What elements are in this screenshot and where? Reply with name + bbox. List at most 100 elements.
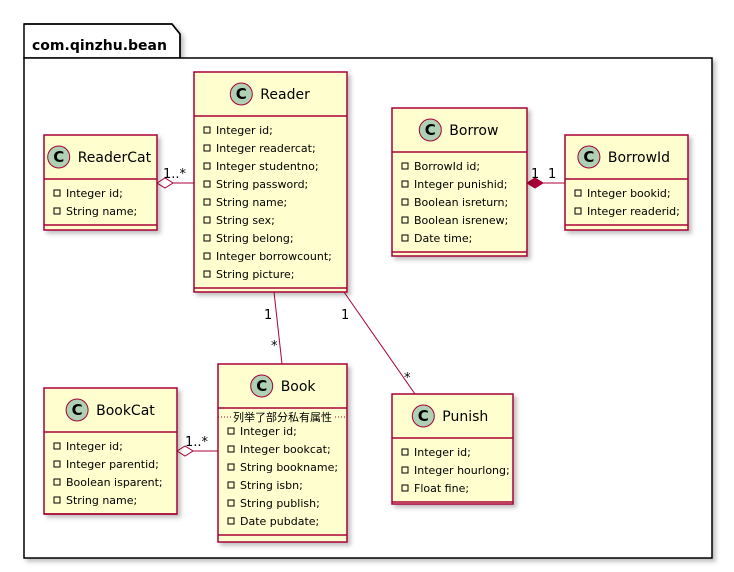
mult-bookcat-book: 1..*	[185, 435, 209, 450]
class-name: Reader	[260, 87, 310, 103]
private-visibility-icon	[53, 442, 61, 450]
class-stereotype-icon	[418, 118, 442, 142]
class-attribute: Integer borrowcount;	[216, 250, 332, 263]
private-visibility-icon	[227, 445, 235, 453]
private-visibility-icon	[203, 198, 211, 206]
class-name: ReaderCat	[78, 150, 152, 166]
private-visibility-icon	[203, 162, 211, 170]
private-visibility-icon	[574, 189, 582, 197]
mult-borrow: 1	[531, 167, 539, 182]
class-stereotype-letter: C	[72, 401, 83, 419]
class-attribute: String belong;	[216, 232, 294, 245]
private-visibility-icon	[203, 144, 211, 152]
class-name: Book	[281, 379, 317, 395]
private-visibility-icon	[227, 481, 235, 489]
class-attribute: BorrowId id;	[414, 160, 480, 173]
private-visibility-icon	[401, 198, 409, 206]
class-attribute: Boolean isparent;	[66, 476, 163, 489]
mult-reader-punish-top: 1	[341, 308, 349, 323]
class-attribute: Integer parentid;	[66, 458, 159, 471]
private-visibility-icon	[53, 478, 61, 486]
private-visibility-icon	[401, 448, 409, 456]
mult-reader-book-bottom: *	[271, 339, 278, 354]
class-name: BookCat	[96, 403, 155, 419]
class-name: Borrow	[449, 123, 498, 139]
class-attribute: String password;	[216, 178, 308, 191]
class-attribute: Float fine;	[414, 482, 469, 495]
relation-reader-book	[273, 291, 283, 365]
class-stereotype-icon	[577, 145, 601, 169]
relation-reader-punish	[343, 291, 416, 395]
private-visibility-icon	[401, 216, 409, 224]
aggregation-diamond-bookcat	[176, 445, 194, 457]
class-box	[391, 107, 528, 257]
private-visibility-icon	[203, 252, 211, 260]
class-attribute: String picture;	[216, 268, 294, 281]
class-attribute: Integer id;	[240, 425, 297, 438]
private-visibility-icon	[203, 126, 211, 134]
class-attribute: Integer bookid;	[587, 187, 671, 200]
private-visibility-icon	[203, 270, 211, 278]
private-visibility-icon	[401, 162, 409, 170]
class-stereotype-letter: C	[425, 121, 436, 139]
private-visibility-icon	[227, 463, 235, 471]
class-attribute: Integer id;	[66, 440, 123, 453]
class-note: 列举了部分私有属性	[233, 410, 332, 424]
private-visibility-icon	[574, 207, 582, 215]
class-attribute: Integer id;	[66, 187, 123, 200]
mult-borrowid: 1	[548, 167, 556, 182]
class-attribute: Date time;	[414, 232, 472, 245]
class-attribute: String name;	[66, 205, 137, 218]
class-attribute: String isbn;	[240, 479, 303, 492]
relations	[156, 177, 565, 457]
class-attribute: Integer readerid;	[587, 205, 680, 218]
private-visibility-icon	[401, 466, 409, 474]
class-stereotype-icon	[65, 398, 89, 422]
multiplicities: 1..* 1 1 1 * 1 * 1..*	[163, 167, 556, 450]
class-attribute: String name;	[66, 494, 137, 507]
private-visibility-icon	[401, 484, 409, 492]
class-stereotype-letter: C	[583, 148, 594, 166]
class-attribute: Integer hourlong;	[414, 464, 510, 477]
class-attribute: Boolean isreturn;	[414, 196, 508, 209]
class-attribute: String sex;	[216, 214, 275, 227]
class-box	[217, 363, 348, 543]
class-attribute: String publish;	[240, 497, 320, 510]
class-name: Punish	[442, 409, 488, 425]
class-attribute: Integer id;	[216, 124, 273, 137]
class-stereotype-icon	[411, 404, 435, 428]
class-stereotype-icon	[229, 82, 253, 106]
class-attribute: Integer bookcat;	[240, 443, 331, 456]
class-box	[193, 71, 348, 293]
class-attribute: Date pubdate;	[240, 515, 319, 528]
class-attribute: String bookname;	[240, 461, 338, 474]
private-visibility-icon	[401, 234, 409, 242]
private-visibility-icon	[203, 234, 211, 242]
package-name: com.qinzhu.bean	[32, 38, 167, 54]
class-stereotype-letter: C	[53, 148, 64, 166]
private-visibility-icon	[53, 189, 61, 197]
private-visibility-icon	[203, 216, 211, 224]
class-name: BorrowId	[608, 150, 670, 166]
class-attribute: Integer id;	[414, 446, 471, 459]
note-background	[231, 410, 334, 424]
private-visibility-icon	[53, 207, 61, 215]
class-attribute: Integer readercat;	[216, 142, 316, 155]
class-stereotype-icon	[47, 145, 71, 169]
class-stereotype-letter: C	[418, 407, 429, 425]
private-visibility-icon	[53, 496, 61, 504]
class-attribute: String name;	[216, 196, 287, 209]
mult-reader-book-top: 1	[264, 308, 272, 323]
private-visibility-icon	[203, 180, 211, 188]
class-stereotype-icon	[250, 374, 274, 398]
private-visibility-icon	[227, 517, 235, 525]
class-attribute: Integer punishid;	[414, 178, 508, 191]
